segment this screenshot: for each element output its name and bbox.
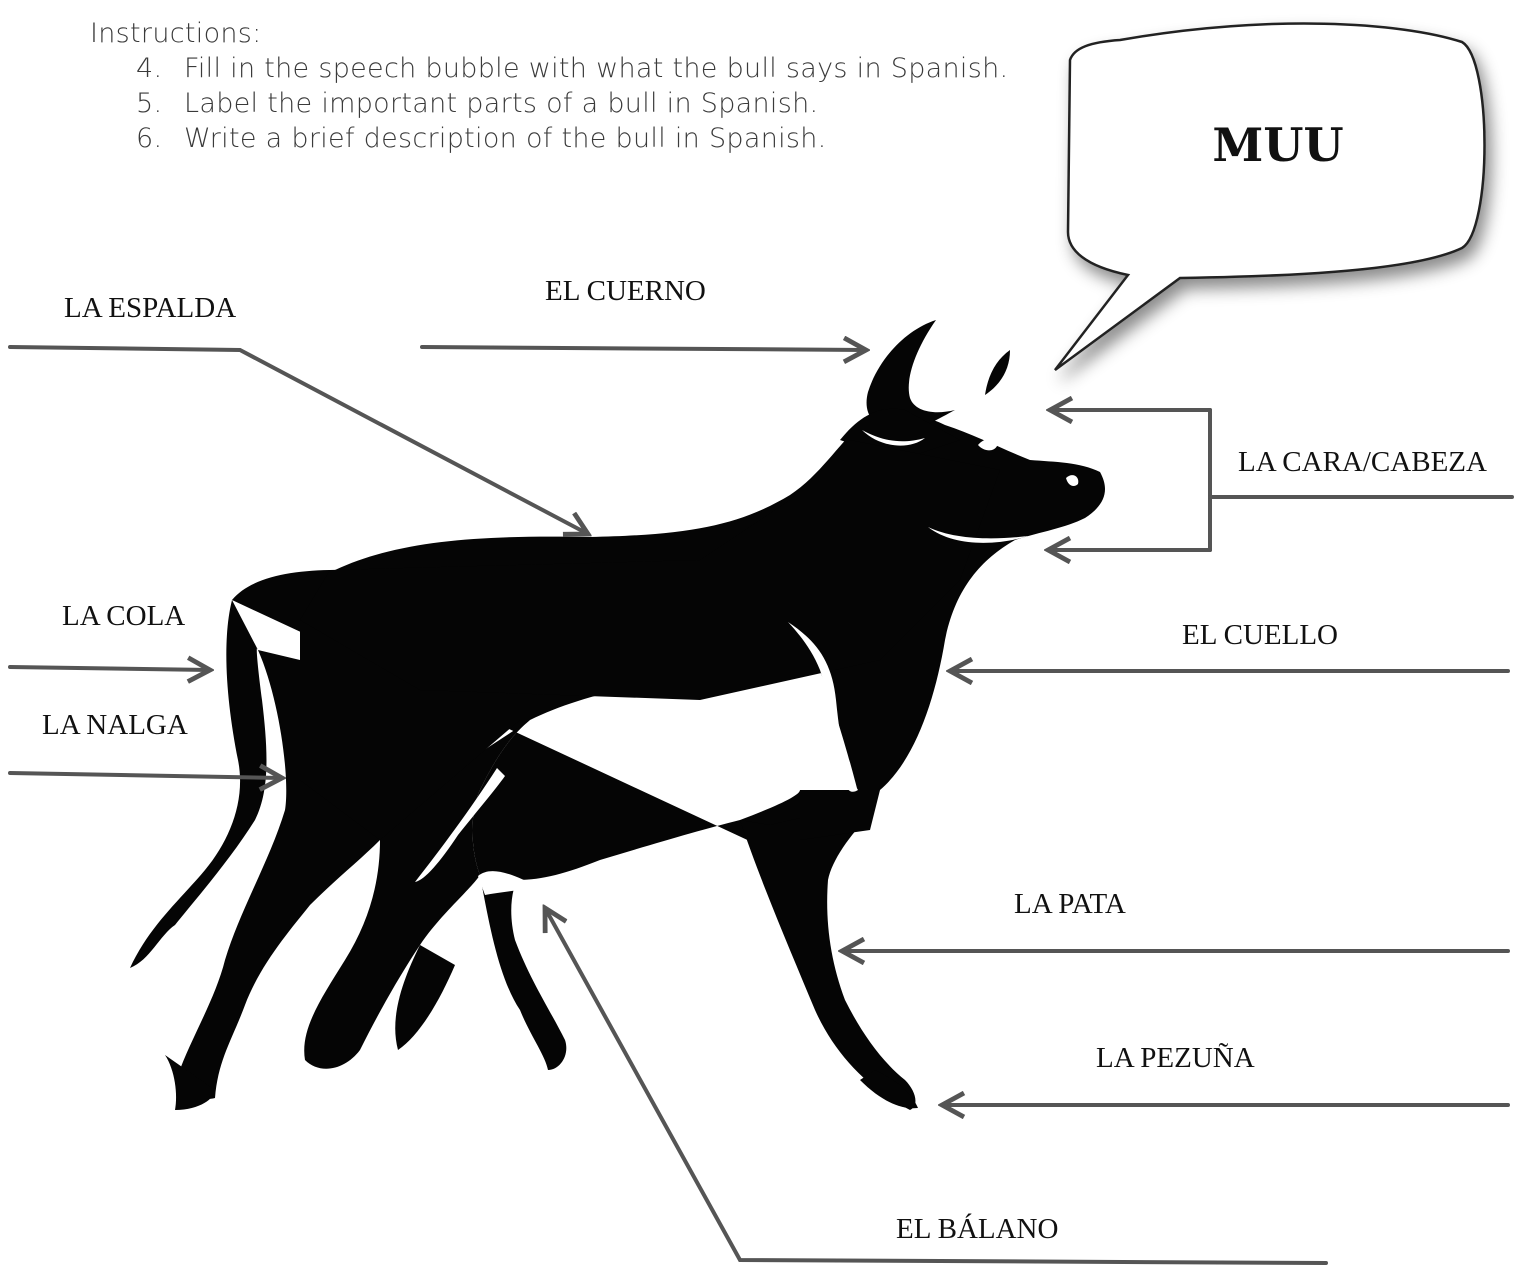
speech-bubble[interactable] <box>1054 22 1486 372</box>
label-arrows <box>8 345 1514 1265</box>
bull-hind-legs <box>178 650 530 1100</box>
label-pata: LA PATA <box>1014 888 1126 920</box>
label-pezuna: LA PEZUÑA <box>1096 1042 1255 1074</box>
arrow-cuerno <box>420 347 866 350</box>
bull-sheath-gap <box>478 871 540 895</box>
bull-ear <box>985 350 1010 395</box>
bull-nostril <box>1066 475 1079 486</box>
bull-silhouette <box>130 320 1105 1110</box>
bull-mouth-line <box>928 527 1028 543</box>
instruction-text: Label the important parts of a bull in S… <box>184 88 819 119</box>
instruction-text: Write a brief description of the bull in… <box>184 123 827 154</box>
bull-highlights <box>415 430 1079 895</box>
instructions: Instructions: 4. Fill in the speech bubbl… <box>90 18 1008 156</box>
bull-tail <box>130 600 267 968</box>
bull-horn <box>866 320 955 432</box>
instruction-number: 6. <box>136 123 163 154</box>
arrow-cola <box>8 667 210 670</box>
label-espalda: LA ESPALDA <box>64 292 237 324</box>
instruction-item: 5. Label the important parts of a bull in… <box>136 86 1008 121</box>
label-cuello: EL CUELLO <box>1182 619 1338 651</box>
instructions-list: 4. Fill in the speech bubble with what th… <box>90 51 1008 156</box>
bull-front-legs <box>740 812 916 1110</box>
instruction-text: Fill in the speech bubble with what the … <box>184 53 1009 84</box>
speech-bubble-text: MUU <box>1212 118 1344 172</box>
arrow-espalda <box>8 345 588 534</box>
bull-front-hoof <box>860 1070 918 1109</box>
bull-eye <box>978 439 998 451</box>
bull-back-hoof <box>165 1055 215 1110</box>
bull-horn-gap <box>862 430 925 446</box>
instruction-item: 4. Fill in the speech bubble with what th… <box>136 51 1008 86</box>
instruction-number: 4. <box>136 53 163 84</box>
label-cara: LA CARA/CABEZA <box>1238 446 1487 478</box>
arrow-nalga <box>8 773 282 778</box>
instruction-number: 5. <box>136 88 163 119</box>
label-cuerno: EL CUERNO <box>545 275 706 307</box>
instruction-item: 6. Write a brief description of the bull … <box>136 121 1008 156</box>
instructions-heading: Instructions: <box>90 18 262 49</box>
arrow-balano <box>545 908 1328 1265</box>
label-cola: LA COLA <box>62 600 186 632</box>
label-balano: EL BÁLANO <box>896 1213 1059 1245</box>
bull-shoulder-line <box>788 622 858 792</box>
bull-belly-gap <box>415 768 505 882</box>
label-nalga: LA NALGA <box>42 709 188 741</box>
